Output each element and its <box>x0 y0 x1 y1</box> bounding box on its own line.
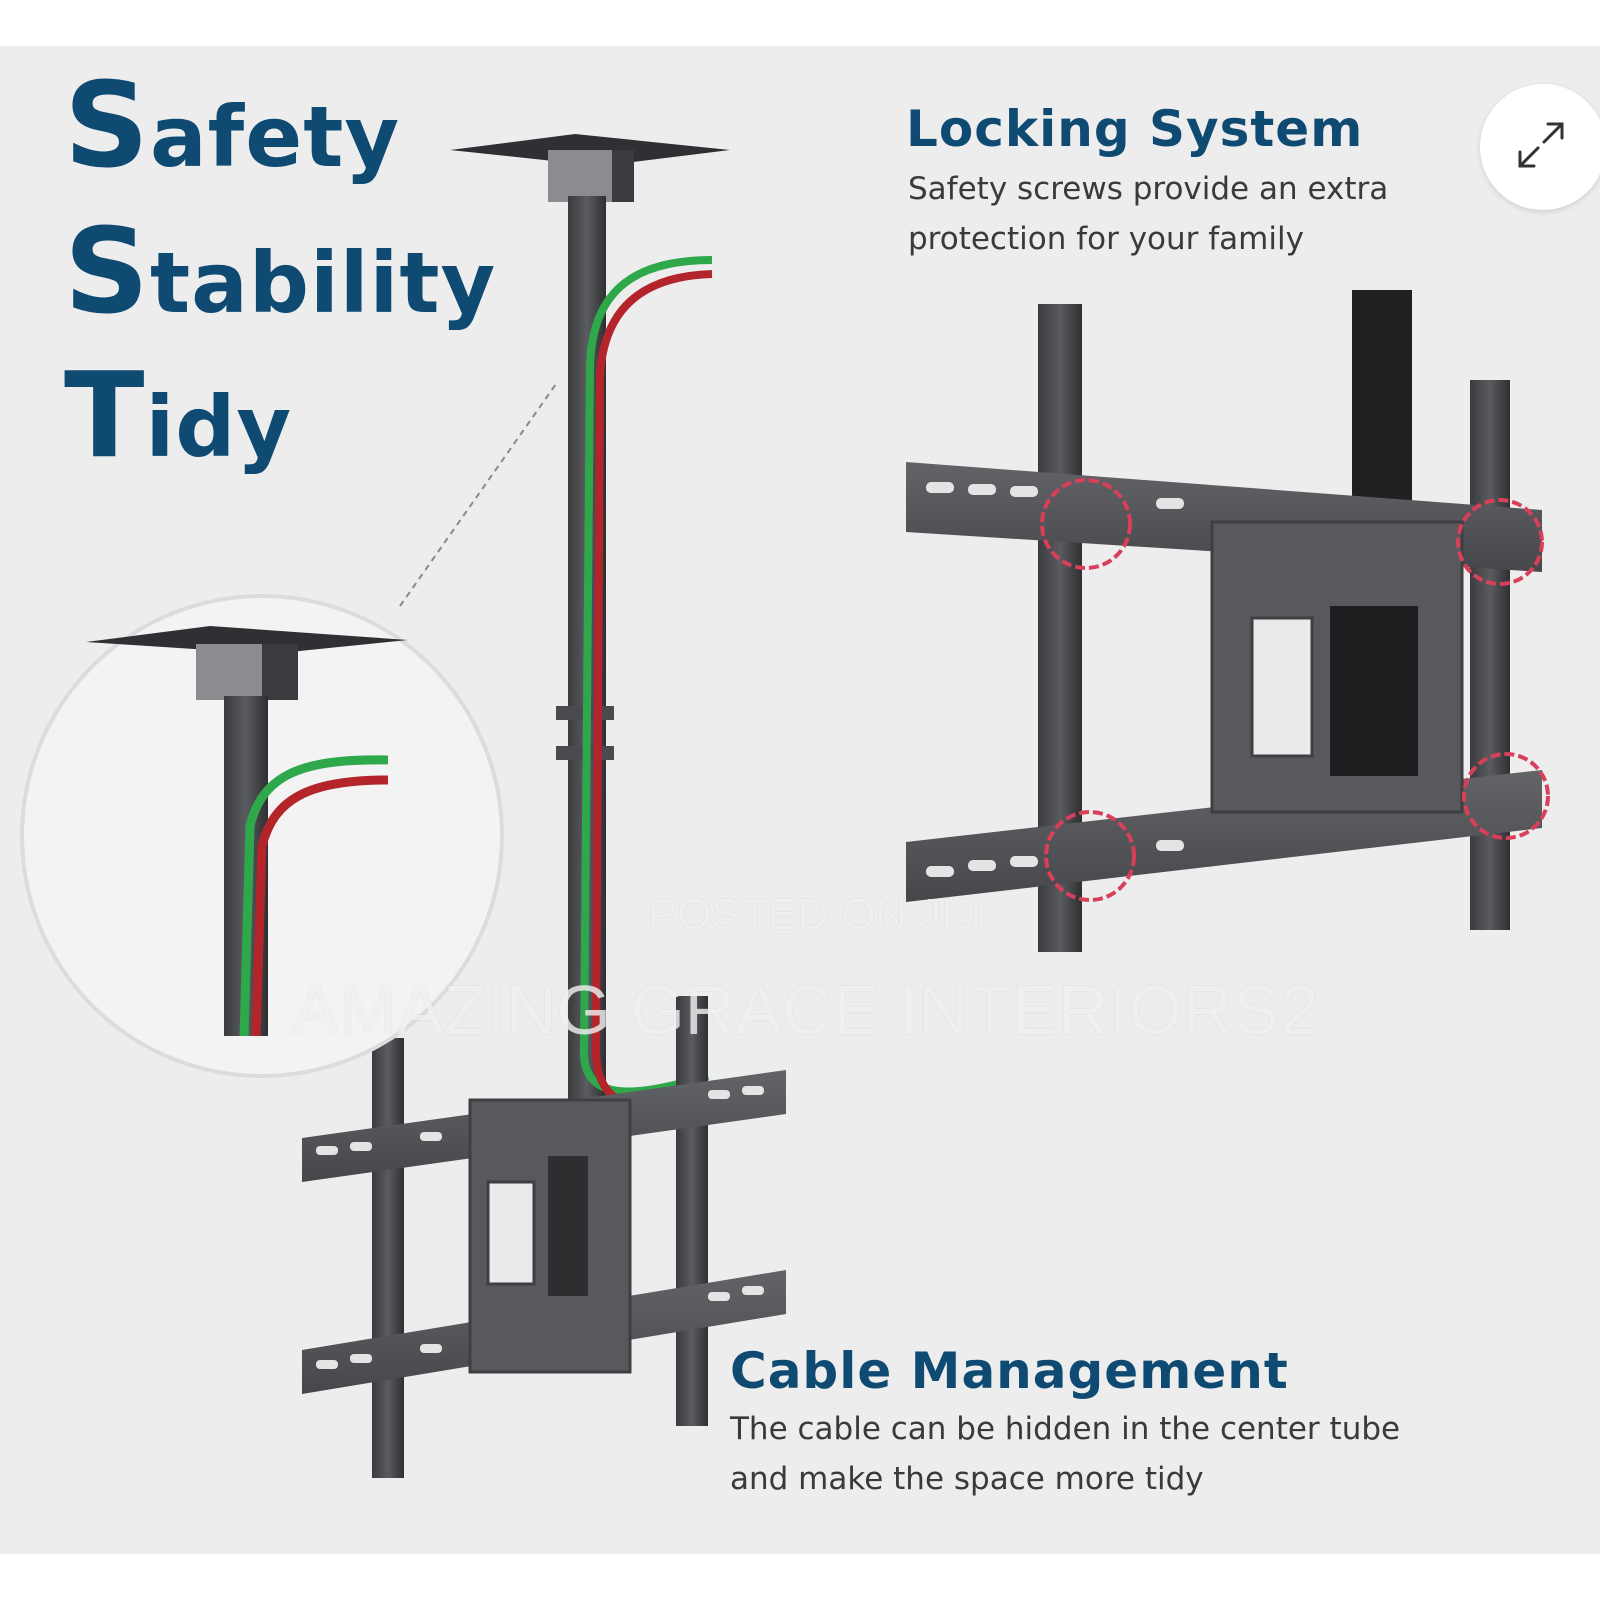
headline-safety: Safety <box>64 56 401 194</box>
watermark-posted-on: POSTED ON JIJI <box>648 890 988 939</box>
cable-detail-zoom <box>20 594 504 1078</box>
locking-system-description: Safety screws provide an extra protectio… <box>908 171 1389 257</box>
watermark-seller: AMAZING GRACE INTERIORS2 <box>292 971 1319 1049</box>
lock-point-2 <box>1456 498 1544 586</box>
cable-management-description: The cable can be hidden in the center tu… <box>730 1411 1401 1497</box>
headline-stability: Stability <box>64 202 497 340</box>
locking-bracket <box>906 290 1550 952</box>
headline-tidy: Tidy <box>64 346 293 484</box>
callout-line <box>399 383 557 607</box>
lock-point-3 <box>1044 810 1136 902</box>
lock-point-1 <box>1040 478 1132 570</box>
lock-point-4 <box>1462 752 1550 840</box>
expand-button[interactable] <box>1480 84 1600 210</box>
cable-management-title: Cable Management <box>730 1342 1289 1400</box>
expand-icon <box>1518 122 1564 168</box>
product-image: Safety Stability Tidy Locking System Saf… <box>0 46 1600 1554</box>
tv-mount-illustration <box>20 134 1550 1478</box>
ceiling-mount <box>302 134 786 1478</box>
locking-system-title: Locking System <box>906 100 1364 158</box>
